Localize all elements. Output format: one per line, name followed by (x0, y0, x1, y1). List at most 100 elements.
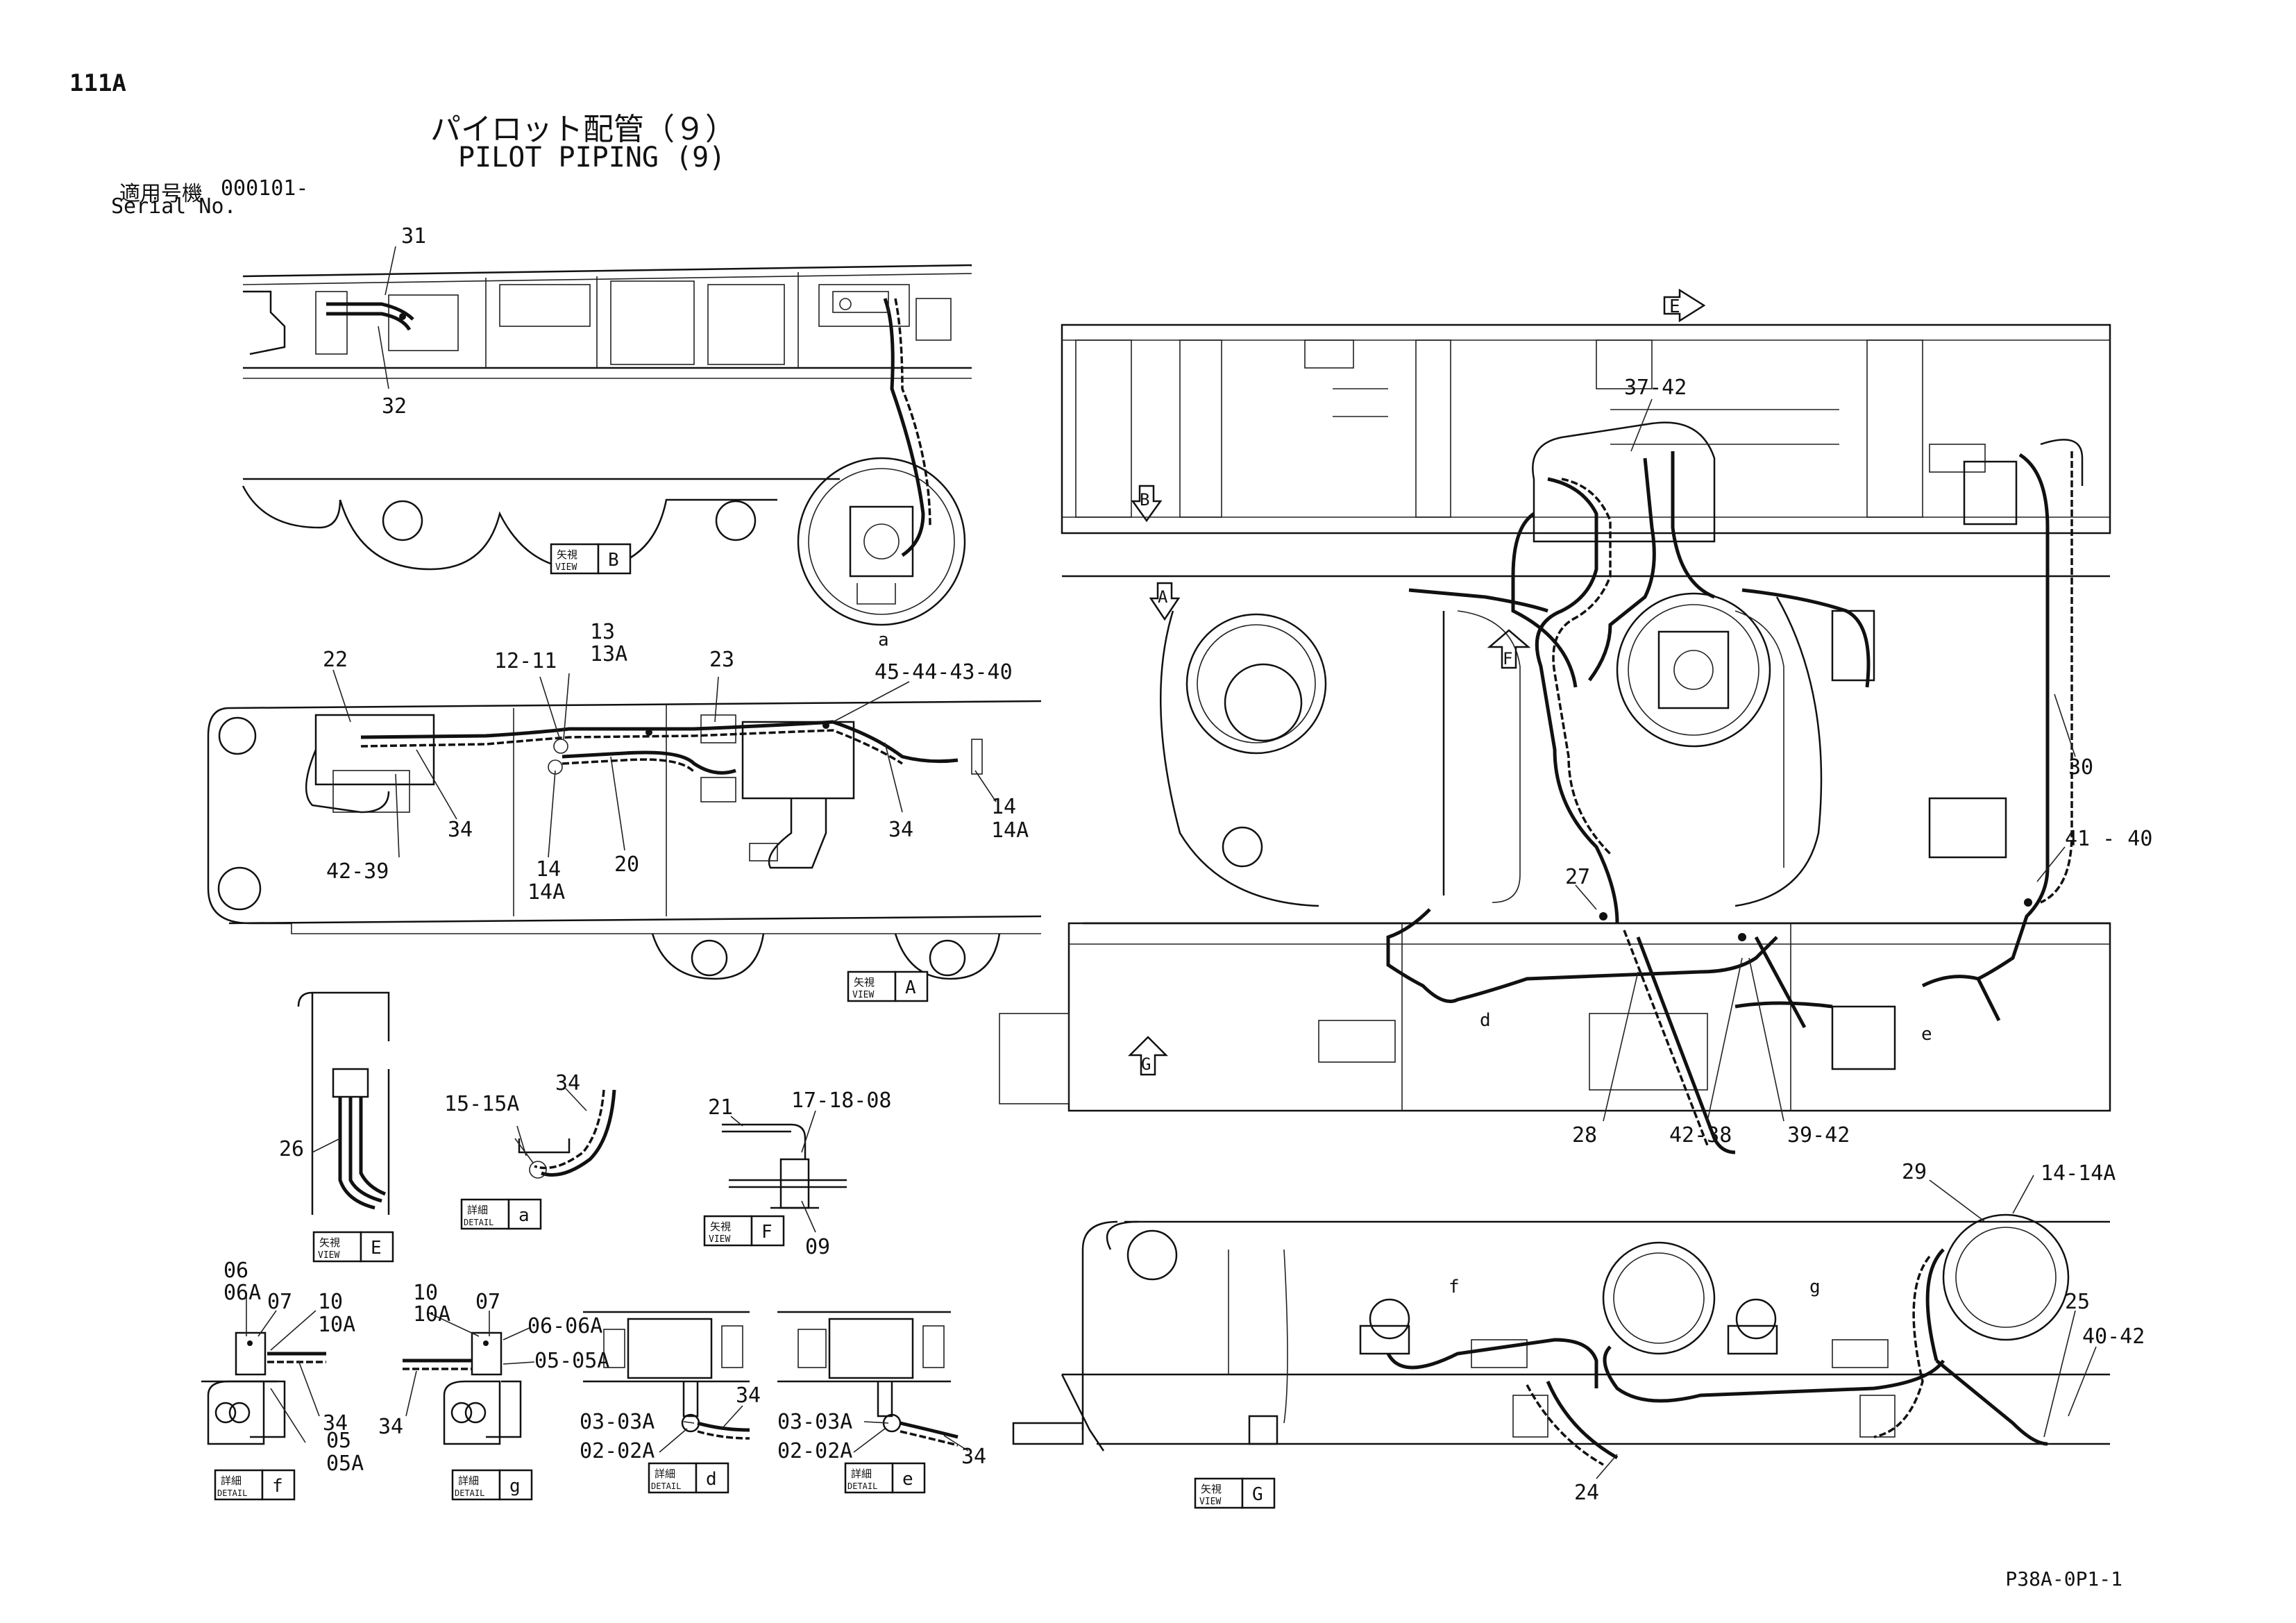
callout-34-e: 34 (378, 1415, 403, 1439)
serial-label-jp: 適用号機 (119, 182, 203, 206)
detail-g-drawing (403, 1331, 522, 1445)
callout-13: 13 (590, 620, 615, 644)
view-tag-e-letter: E (371, 1238, 382, 1259)
detail-tag-d-jp: 詳細 (655, 1468, 675, 1480)
callout-10-b: 10 (413, 1281, 438, 1305)
callout-05: 05 (326, 1429, 351, 1453)
detail-tag-a-jp: 詳細 (467, 1204, 488, 1216)
callout-03-03a-e: 03-03A (777, 1410, 852, 1434)
detail-tag-f: 詳細 DETAIL f (214, 1469, 296, 1501)
view-arrow-a-letter: A (1158, 587, 1168, 607)
detail-tag-g-jp: 詳細 (458, 1474, 479, 1487)
callout-03-03a-d: 03-03A (580, 1410, 655, 1434)
callout-15-15a: 15-15A (444, 1092, 519, 1116)
callout-40-42: 40-42 (2082, 1325, 2145, 1349)
detail-tag-g-en: DETAIL (455, 1488, 484, 1498)
view-tag-g-letter: G (1252, 1484, 1263, 1505)
detail-e-drawing (777, 1311, 959, 1447)
view-tag-f: 矢視 VIEW F (703, 1215, 785, 1247)
callout-14a-a: 14A (991, 818, 1029, 843)
view-tag-g-jp: 矢視 (1201, 1483, 1222, 1495)
leader-lines (246, 246, 2097, 1479)
callout-10a-b: 10A (413, 1302, 450, 1327)
callout-07-a: 07 (267, 1290, 292, 1314)
detail-tag-g-letter: g (509, 1476, 521, 1497)
callout-10-a: 10 (318, 1290, 343, 1314)
view-tag-g: 矢視 VIEW G (1194, 1477, 1276, 1509)
callout-41-40: 41 - 40 (2065, 827, 2152, 851)
view-arrow-g-letter: G (1141, 1054, 1151, 1074)
view-tag-e-en: VIEW (318, 1250, 339, 1261)
callout-34-b: 34 (448, 818, 473, 842)
view-tag-b: 矢視 VIEW B (550, 543, 632, 575)
view-tag-e-jp: 矢視 (319, 1236, 340, 1249)
callout-31: 31 (401, 224, 426, 249)
callout-24: 24 (1574, 1481, 1599, 1505)
view-tag-b-en: VIEW (555, 562, 577, 573)
view-arrow-e-letter: E (1669, 296, 1680, 317)
detail-tag-d-letter: d (706, 1469, 717, 1490)
callout-14-a: 14 (991, 795, 1016, 819)
serial-value: 000101- (221, 176, 309, 201)
callout-34-f: 34 (736, 1384, 761, 1408)
callout-22: 22 (323, 648, 348, 672)
detail-tag-e-en: DETAIL (847, 1481, 877, 1491)
callout-32: 32 (382, 394, 407, 419)
callout-39-42: 39-42 (1787, 1123, 1850, 1147)
callout-29: 29 (1902, 1160, 1927, 1184)
view-arrow-a: A (1149, 582, 1181, 621)
view-f-detail-drawing (722, 1123, 847, 1209)
view-tag-f-jp: 矢視 (710, 1220, 731, 1233)
callout-02-02a-d: 02-02A (580, 1439, 655, 1463)
callout-07-b: 07 (475, 1290, 500, 1314)
callout-28: 28 (1572, 1123, 1597, 1147)
callout-14-14a: 14-14A (2041, 1161, 2116, 1186)
detail-tag-d-en: DETAIL (651, 1481, 681, 1491)
callout-05-05a: 05-05A (534, 1349, 609, 1373)
callout-34-g: 34 (961, 1445, 986, 1469)
callout-26: 26 (279, 1137, 304, 1161)
callout-06: 06 (223, 1259, 248, 1283)
callout-37-42: 37-42 (1624, 376, 1687, 400)
page-id: 111A (69, 69, 126, 97)
callout-42-38: 42-38 (1669, 1123, 1732, 1147)
callout-13a: 13A (590, 642, 627, 666)
view-tag-g-en: VIEW (1199, 1497, 1221, 1507)
view-tag-b-jp: 矢視 (557, 548, 577, 561)
view-arrow-b: B (1131, 485, 1163, 523)
callout-23: 23 (709, 648, 734, 672)
callout-42-39: 42-39 (326, 859, 389, 884)
document-code: P38A-0P1-1 (2005, 1567, 2122, 1590)
serial-label-en: Serial No. (111, 194, 237, 219)
view-g-frame-drawing (1012, 1213, 2110, 1466)
detail-tag-a-letter: a (518, 1205, 530, 1226)
detail-tag-e-jp: 詳細 (851, 1468, 872, 1480)
callout-27: 27 (1565, 865, 1590, 889)
callout-05a: 05A (326, 1452, 364, 1476)
view-tag-e: 矢視 VIEW E (312, 1231, 394, 1263)
callout-17-18-08: 17-18-08 (791, 1088, 892, 1113)
detail-tag-f-en: DETAIL (217, 1488, 247, 1498)
callout-34-d: 34 (323, 1411, 348, 1436)
callout-14a-b: 14A (527, 880, 565, 905)
callout-34-a: 34 (888, 818, 913, 842)
detail-mark-d: d (1480, 1010, 1491, 1031)
detail-tag-e-letter: e (902, 1469, 913, 1490)
page-title-jp: パイロット配管（９） (430, 112, 736, 147)
view-tag-f-en: VIEW (709, 1234, 730, 1245)
view-b-frame-drawing (242, 264, 972, 626)
callout-45-44-43-40: 45-44-43-40 (875, 660, 1013, 684)
detail-f-drawing (201, 1331, 326, 1445)
detail-mark-e: e (1921, 1024, 1932, 1045)
view-arrow-b-letter: B (1140, 490, 1149, 510)
main-upper-structure-drawing (999, 323, 2111, 1154)
detail-tag-a-en: DETAIL (464, 1218, 493, 1227)
view-tag-f-letter: F (761, 1222, 773, 1243)
view-tag-a: 矢視 VIEW A (847, 970, 929, 1002)
callout-25: 25 (2065, 1290, 2090, 1314)
detail-tag-d: 詳細 DETAIL d (648, 1462, 729, 1494)
detail-tag-e: 詳細 DETAIL e (844, 1462, 926, 1494)
callout-14-b: 14 (536, 857, 561, 882)
callout-10a-a: 10A (318, 1313, 355, 1337)
